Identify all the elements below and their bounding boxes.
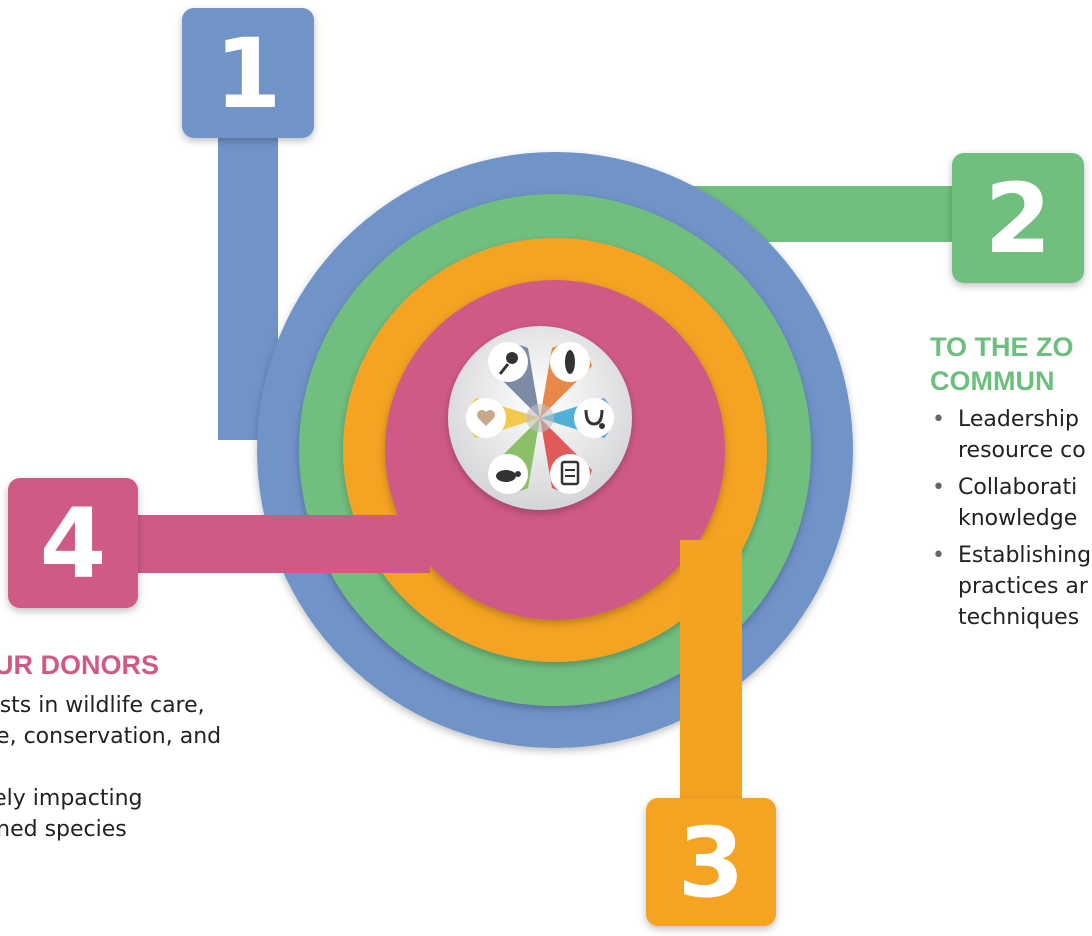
microscope-icon (488, 342, 540, 418)
section-2-heading-line1: TO THE ZO (930, 332, 1074, 362)
section-4-heading: UR DONORS (0, 650, 160, 680)
svg-text:4: 4 (40, 488, 107, 600)
list-item: alists in wildlife care, (0, 693, 205, 718)
badge-1: 1 (182, 8, 314, 138)
list-item: Leadership resource co (930, 404, 1091, 466)
section-4-list: alists in wildlife care, are, conservati… (0, 690, 221, 845)
svg-text:1: 1 (215, 18, 282, 130)
arm-3-overlay (680, 540, 742, 810)
list-item: Establishing practices ar techniques (930, 540, 1091, 633)
svg-text:3: 3 (678, 807, 745, 919)
arm-4-overlay (130, 515, 430, 573)
badge-3: 3 (646, 798, 776, 926)
clipboard-icon (540, 418, 592, 494)
center-hub (448, 326, 632, 510)
section-2-heading: TO THE ZO COMMUN (930, 330, 1074, 398)
section-2-list: Leadership resource co Collaborati knowl… (930, 404, 1091, 639)
turtle-icon (488, 418, 540, 494)
section-2-heading-line2: COMMUN (930, 366, 1055, 396)
badge-2: 2 (952, 153, 1084, 283)
list-item: ively impacting (0, 786, 143, 811)
list-item: are, conservation, and (0, 724, 222, 749)
list-item: Collaborati knowledge (930, 472, 1091, 534)
corn-icon (540, 342, 592, 418)
heart-hand-icon (466, 398, 540, 438)
stethoscope-icon (540, 398, 614, 438)
badge-4: 4 (8, 478, 138, 608)
svg-text:2: 2 (985, 163, 1052, 275)
list-item: tened species (0, 817, 127, 842)
list-item: ce (0, 752, 221, 783)
